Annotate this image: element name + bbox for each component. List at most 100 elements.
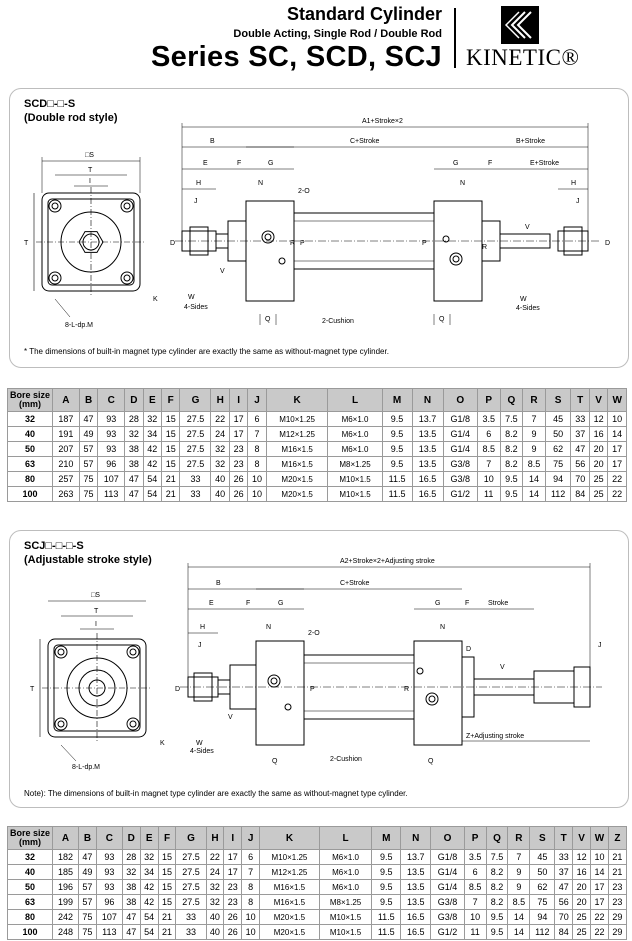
table-cell: M20×1.5 xyxy=(265,486,329,502)
scd-dim-a1: A1+Stroke×2 xyxy=(362,118,403,125)
header-k: K xyxy=(265,388,329,412)
scj-dim-stroke: Stroke xyxy=(488,600,508,607)
table-cell: 75 xyxy=(529,894,556,910)
table-cell: 54 xyxy=(139,924,159,940)
scj-dim-ldp: 8-L-dp.M xyxy=(72,764,100,771)
table-cell: 7 xyxy=(247,426,267,442)
header-v: V xyxy=(588,388,609,412)
table-cell: 47 xyxy=(121,909,141,925)
table-cell: G1/4 xyxy=(430,879,465,895)
table-cell: 57 xyxy=(78,894,97,910)
table-cell: G3/8 xyxy=(442,471,478,487)
scj-dim-h: H xyxy=(200,624,205,631)
table-cell: 42 xyxy=(142,456,163,472)
scj-dim-j-right: J xyxy=(598,642,602,649)
table-cell: 28 xyxy=(124,411,144,427)
header-g: G xyxy=(175,826,207,850)
table-cell: 17 xyxy=(590,879,609,895)
table-cell: 15 xyxy=(157,879,177,895)
header-v: V xyxy=(572,826,592,850)
header-m: M xyxy=(371,826,402,850)
table-cell: 10 xyxy=(247,486,267,502)
header-s: S xyxy=(529,826,556,850)
scd-dim-p2: P xyxy=(422,240,427,247)
table-cell: 14 xyxy=(522,486,546,502)
header-t: T xyxy=(570,388,590,412)
header-i: I xyxy=(223,826,243,850)
table-cell: 15 xyxy=(160,411,181,427)
table-cell: M10×1.5 xyxy=(327,486,383,502)
table-cell: 45 xyxy=(529,849,556,865)
table-cell: 13.5 xyxy=(400,864,432,880)
table-cell: 15 xyxy=(160,456,181,472)
table-cell: G3/8 xyxy=(430,894,465,910)
bore-size-cell: 50 xyxy=(7,441,53,457)
table-cell: 9.5 xyxy=(485,909,509,925)
table-cell: 14 xyxy=(507,909,531,925)
table-cell: 32 xyxy=(210,456,230,472)
scj-end-view xyxy=(39,600,152,762)
table-cell: 56 xyxy=(570,456,590,472)
table-cell: 27.5 xyxy=(179,456,212,472)
table-cell: 17 xyxy=(590,894,609,910)
table-cell: G1/4 xyxy=(442,441,478,457)
table-cell: 22 xyxy=(590,924,609,940)
table-cell: 10 xyxy=(247,471,267,487)
scd-dim-i-top: I xyxy=(89,178,91,185)
table-cell: 20 xyxy=(588,441,609,457)
scj-dim-t-top: T xyxy=(94,608,99,615)
scd-dim-p: P xyxy=(300,240,305,247)
table-cell: 93 xyxy=(97,426,126,442)
table-cell: 191 xyxy=(52,426,80,442)
table-cell: 13.5 xyxy=(411,441,444,457)
table-cell: 22 xyxy=(607,486,627,502)
scd-dim-d2: D xyxy=(605,240,610,247)
table-cell: 16.5 xyxy=(411,486,444,502)
table-cell: 16 xyxy=(588,426,609,442)
table-cell: 16.5 xyxy=(400,909,432,925)
table-cell: 9.5 xyxy=(381,441,413,457)
header-e: E xyxy=(142,388,163,412)
scj-dim-w: W xyxy=(196,740,203,747)
table-cell: M6×1.0 xyxy=(318,864,373,880)
scj-dim-n2: N xyxy=(440,624,445,631)
table-cell: 32 xyxy=(205,879,225,895)
scj-dim-w4: 4-Sides xyxy=(190,748,214,755)
table-cell: 38 xyxy=(124,441,144,457)
scj-dim-cushion: 2-Cushion xyxy=(330,756,362,763)
table-cell: 38 xyxy=(121,879,141,895)
scd-dim-t-side: T xyxy=(24,240,29,247)
table-cell: 196 xyxy=(52,879,79,895)
header-s: S xyxy=(544,388,572,412)
header-o: O xyxy=(430,826,465,850)
table-cell: 45 xyxy=(544,411,572,427)
scj-dim-j: J xyxy=(198,642,202,649)
scd-dim-h2: H xyxy=(571,180,576,187)
scj-dim-cs: C+Stroke xyxy=(340,580,369,587)
table-cell: 11.5 xyxy=(371,924,402,940)
table-cell: 37 xyxy=(554,864,574,880)
table-cell: G1/8 xyxy=(442,411,478,427)
table-cell: 112 xyxy=(544,486,572,502)
table-cell: 10 xyxy=(590,849,609,865)
table-cell: 15 xyxy=(157,894,177,910)
scd-dim-b: B xyxy=(210,138,215,145)
scj-dim-a2: A2+Stroke×2+Adjusting stroke xyxy=(340,558,435,565)
table-cell: 33 xyxy=(175,909,207,925)
header-f: F xyxy=(160,388,181,412)
table-cell: 29 xyxy=(607,909,628,925)
table-cell: 33 xyxy=(179,486,212,502)
header-q: Q xyxy=(499,388,524,412)
table-cell: M6×1.0 xyxy=(327,426,383,442)
scj-dim-e: E xyxy=(209,600,214,607)
table-cell: G1/4 xyxy=(442,426,478,442)
table-cell: 38 xyxy=(121,894,141,910)
scj-dim-f2: F xyxy=(465,600,469,607)
